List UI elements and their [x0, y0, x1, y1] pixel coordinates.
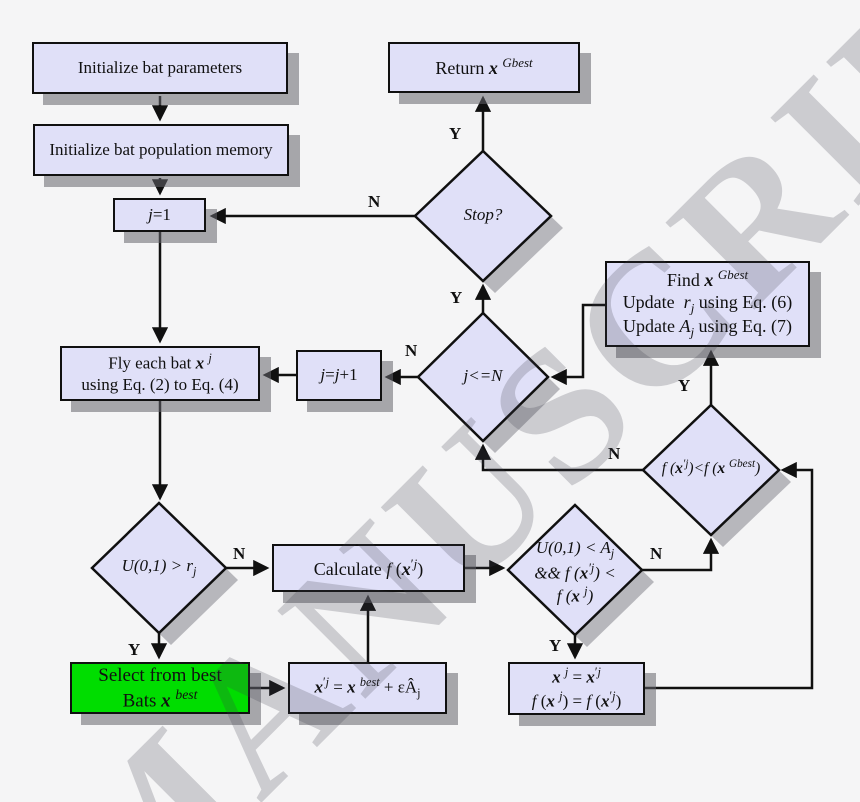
fly-bats-line2: using Eq. (2) to Eq. (4)	[81, 374, 239, 394]
select-best-node: Select from best Bats x best	[70, 662, 250, 714]
accept-decision-diamond	[506, 503, 644, 637]
edge-accept-no-to-gbestcheck	[642, 537, 720, 572]
accept-decision-line2: && f (x′j) <	[534, 560, 616, 583]
select-best-line1: Select from best	[98, 664, 222, 686]
pulse-yes-label: Y	[128, 640, 141, 659]
accept-assign-line2: f (x j) = f (x′j)	[531, 688, 622, 711]
local-walk-node: x′j = x best + εÂj	[288, 662, 447, 714]
accept-no-label: N	[650, 544, 663, 563]
edge-gbest-no-to-jcheck	[474, 443, 643, 472]
return-gbest-label: Return x Gbest	[435, 55, 533, 79]
jcheck-no-label: N	[405, 341, 418, 360]
gbest-decision-diamond	[641, 403, 781, 537]
calculate-f-label: Calculate f (x′j)	[313, 555, 424, 579]
j-increment-label: j=j+1	[320, 365, 358, 385]
find-update-node: Find x Gbest Update rj using Eq. (6) Upd…	[605, 261, 810, 347]
pulse-no-label: N	[233, 544, 246, 563]
local-walk-label: x′j = x best + εÂj	[314, 675, 421, 701]
select-best-line2: Bats x best	[122, 686, 198, 712]
j-init-node: j=1	[113, 198, 206, 232]
accept-decision-label: U(0,1) < Aj && f (x′j) < f (x j)	[505, 538, 645, 606]
accept-decision-line1: U(0,1) < Aj	[535, 538, 615, 561]
return-gbest-node: Return x Gbest	[388, 42, 580, 93]
j-check-decision-label: j<=N	[463, 366, 503, 385]
init-parameters-node: Initialize bat parameters	[32, 42, 288, 94]
accept-decision-line3: f (x j)	[556, 583, 594, 606]
find-update-line3: Update Aj using Eq. (7)	[622, 316, 793, 341]
gbest-decision-label: f (x′j)<f (x Gbest)	[661, 458, 761, 478]
accept-assign-node: x j = x′j f (x j) = f (x′j)	[508, 662, 645, 715]
init-memory-label: Initialize bat population memory	[49, 139, 273, 159]
accept-yes-label: Y	[549, 636, 562, 655]
fly-bats-node: Fly each bat x j using Eq. (2) to Eq. (4…	[60, 346, 260, 401]
pulse-rate-decision-diamond	[90, 501, 228, 635]
init-memory-node: Initialize bat population memory	[33, 124, 289, 176]
accept-assign-line1: x j = x′j	[552, 665, 601, 687]
stop-decision-label: Stop?	[463, 205, 503, 224]
find-update-line1: Find x Gbest	[666, 267, 749, 291]
pulse-rate-decision-label: U(0,1) > rj	[121, 556, 197, 579]
edge-assign-to-gbestcheck	[645, 461, 814, 690]
calculate-f-node: Calculate f (x′j)	[272, 544, 465, 592]
j-init-label: j=1	[148, 204, 171, 224]
j-increment-node: j=j+1	[296, 350, 382, 401]
find-update-line2: Update rj using Eq. (6)	[622, 292, 793, 316]
stop-decision-diamond	[413, 149, 553, 283]
fly-bats-line1: Fly each bat x j	[108, 351, 212, 374]
gbest-yes-label: Y	[678, 376, 691, 395]
edge-findupdate-to-jcheck	[550, 303, 605, 386]
jcheck-yes-label: Y	[450, 288, 463, 307]
init-parameters-label: Initialize bat parameters	[77, 57, 243, 77]
j-check-decision-diamond	[416, 311, 550, 443]
stop-yes-label: Y	[449, 124, 462, 143]
stop-no-label: N	[368, 192, 381, 211]
gbest-no-label: N	[608, 444, 621, 463]
